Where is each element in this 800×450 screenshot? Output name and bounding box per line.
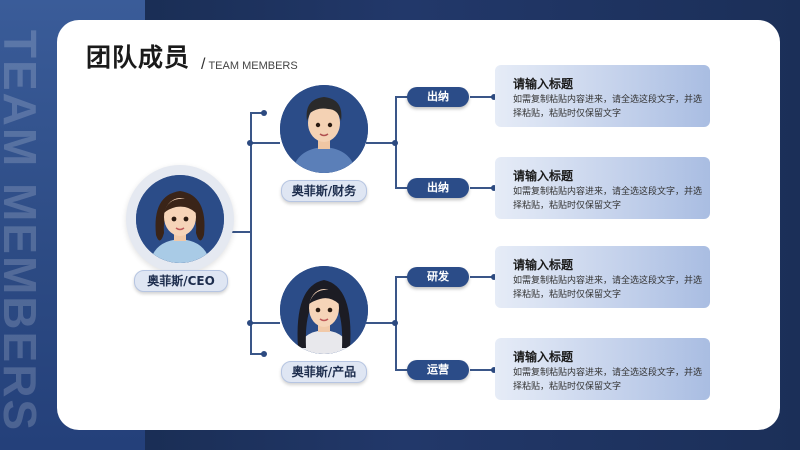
connector-mid-to-finance — [250, 142, 280, 144]
connector-dot — [392, 140, 398, 146]
role-pill-cashier-2: 出纳 — [407, 178, 469, 198]
info-card-title: 请输入标题 — [513, 350, 574, 364]
connector-mid-bottom — [250, 353, 264, 355]
connector-role2-card — [470, 187, 495, 189]
connector-finance-out — [366, 142, 396, 144]
connector-mid-top — [250, 112, 264, 114]
info-card-title: 请输入标题 — [513, 77, 574, 91]
watermark-vertical: TEAM MEMBERS — [0, 29, 47, 433]
info-card-2: 请输入标题 如需复制粘贴内容进来，请全选这段文字，并选择粘贴，粘贴时仅保留文字 — [495, 157, 710, 219]
ceo-name-label: 奥菲斯/CEO — [134, 270, 228, 292]
role-pill-cashier-1: 出纳 — [407, 87, 469, 107]
finance-name-label: 奥菲斯/财务 — [281, 180, 367, 202]
connector-dot — [491, 367, 497, 373]
connector-finance-bottom — [395, 187, 409, 189]
male-avatar-icon — [280, 85, 368, 173]
connector-dot — [261, 110, 267, 116]
connector-mid-to-product — [250, 322, 280, 324]
connector-finance-top — [395, 96, 409, 98]
connector-dot — [491, 274, 497, 280]
role-pill-operations: 运营 — [407, 360, 469, 380]
connector-product-out — [366, 322, 396, 324]
female-avatar-icon — [136, 175, 224, 263]
info-card-1: 请输入标题 如需复制粘贴内容进来，请全选这段文字，并选择粘贴，粘贴时仅保留文字 — [495, 65, 710, 127]
ceo-avatar — [136, 175, 224, 263]
info-card-body: 如需复制粘贴内容进来，请全选这段文字，并选择粘贴，粘贴时仅保留文字 — [513, 95, 703, 119]
role-pill-rd: 研发 — [407, 267, 469, 287]
product-name-label: 奥菲斯/产品 — [281, 361, 367, 383]
page-subtitle: /TEAM MEMBERS — [201, 56, 298, 73]
connector-product-bottom — [395, 369, 409, 371]
connector-role3-card — [470, 276, 495, 278]
info-card-body: 如需复制粘贴内容进来，请全选这段文字，并选择粘贴，粘贴时仅保留文字 — [513, 276, 703, 300]
page-subtitle-text: TEAM MEMBERS — [208, 60, 298, 72]
female-avatar-icon — [280, 266, 368, 354]
info-card-4: 请输入标题 如需复制粘贴内容进来，请全选这段文字，并选择粘贴，粘贴时仅保留文字 — [495, 338, 710, 400]
connector-ceo-horizontal — [225, 231, 251, 233]
connector-dot — [392, 320, 398, 326]
info-card-title: 请输入标题 — [513, 258, 574, 272]
info-card-body: 如需复制粘贴内容进来，请全选这段文字，并选择粘贴，粘贴时仅保留文字 — [513, 187, 703, 211]
page-title: 团队成员 — [86, 43, 191, 72]
info-card-body: 如需复制粘贴内容进来，请全选这段文字，并选择粘贴，粘贴时仅保留文字 — [513, 368, 703, 392]
connector-role1-card — [470, 96, 495, 98]
connector-dot — [247, 140, 253, 146]
connector-role4-card — [470, 369, 495, 371]
connector-dot — [247, 320, 253, 326]
info-card-title: 请输入标题 — [513, 169, 574, 183]
product-avatar — [280, 266, 368, 354]
info-card-3: 请输入标题 如需复制粘贴内容进来，请全选这段文字，并选择粘贴，粘贴时仅保留文字 — [495, 246, 710, 308]
finance-avatar — [280, 85, 368, 173]
connector-product-top — [395, 276, 409, 278]
connector-mid-vertical — [250, 112, 252, 355]
connector-dot — [491, 94, 497, 100]
connector-dot — [491, 185, 497, 191]
connector-dot — [261, 351, 267, 357]
